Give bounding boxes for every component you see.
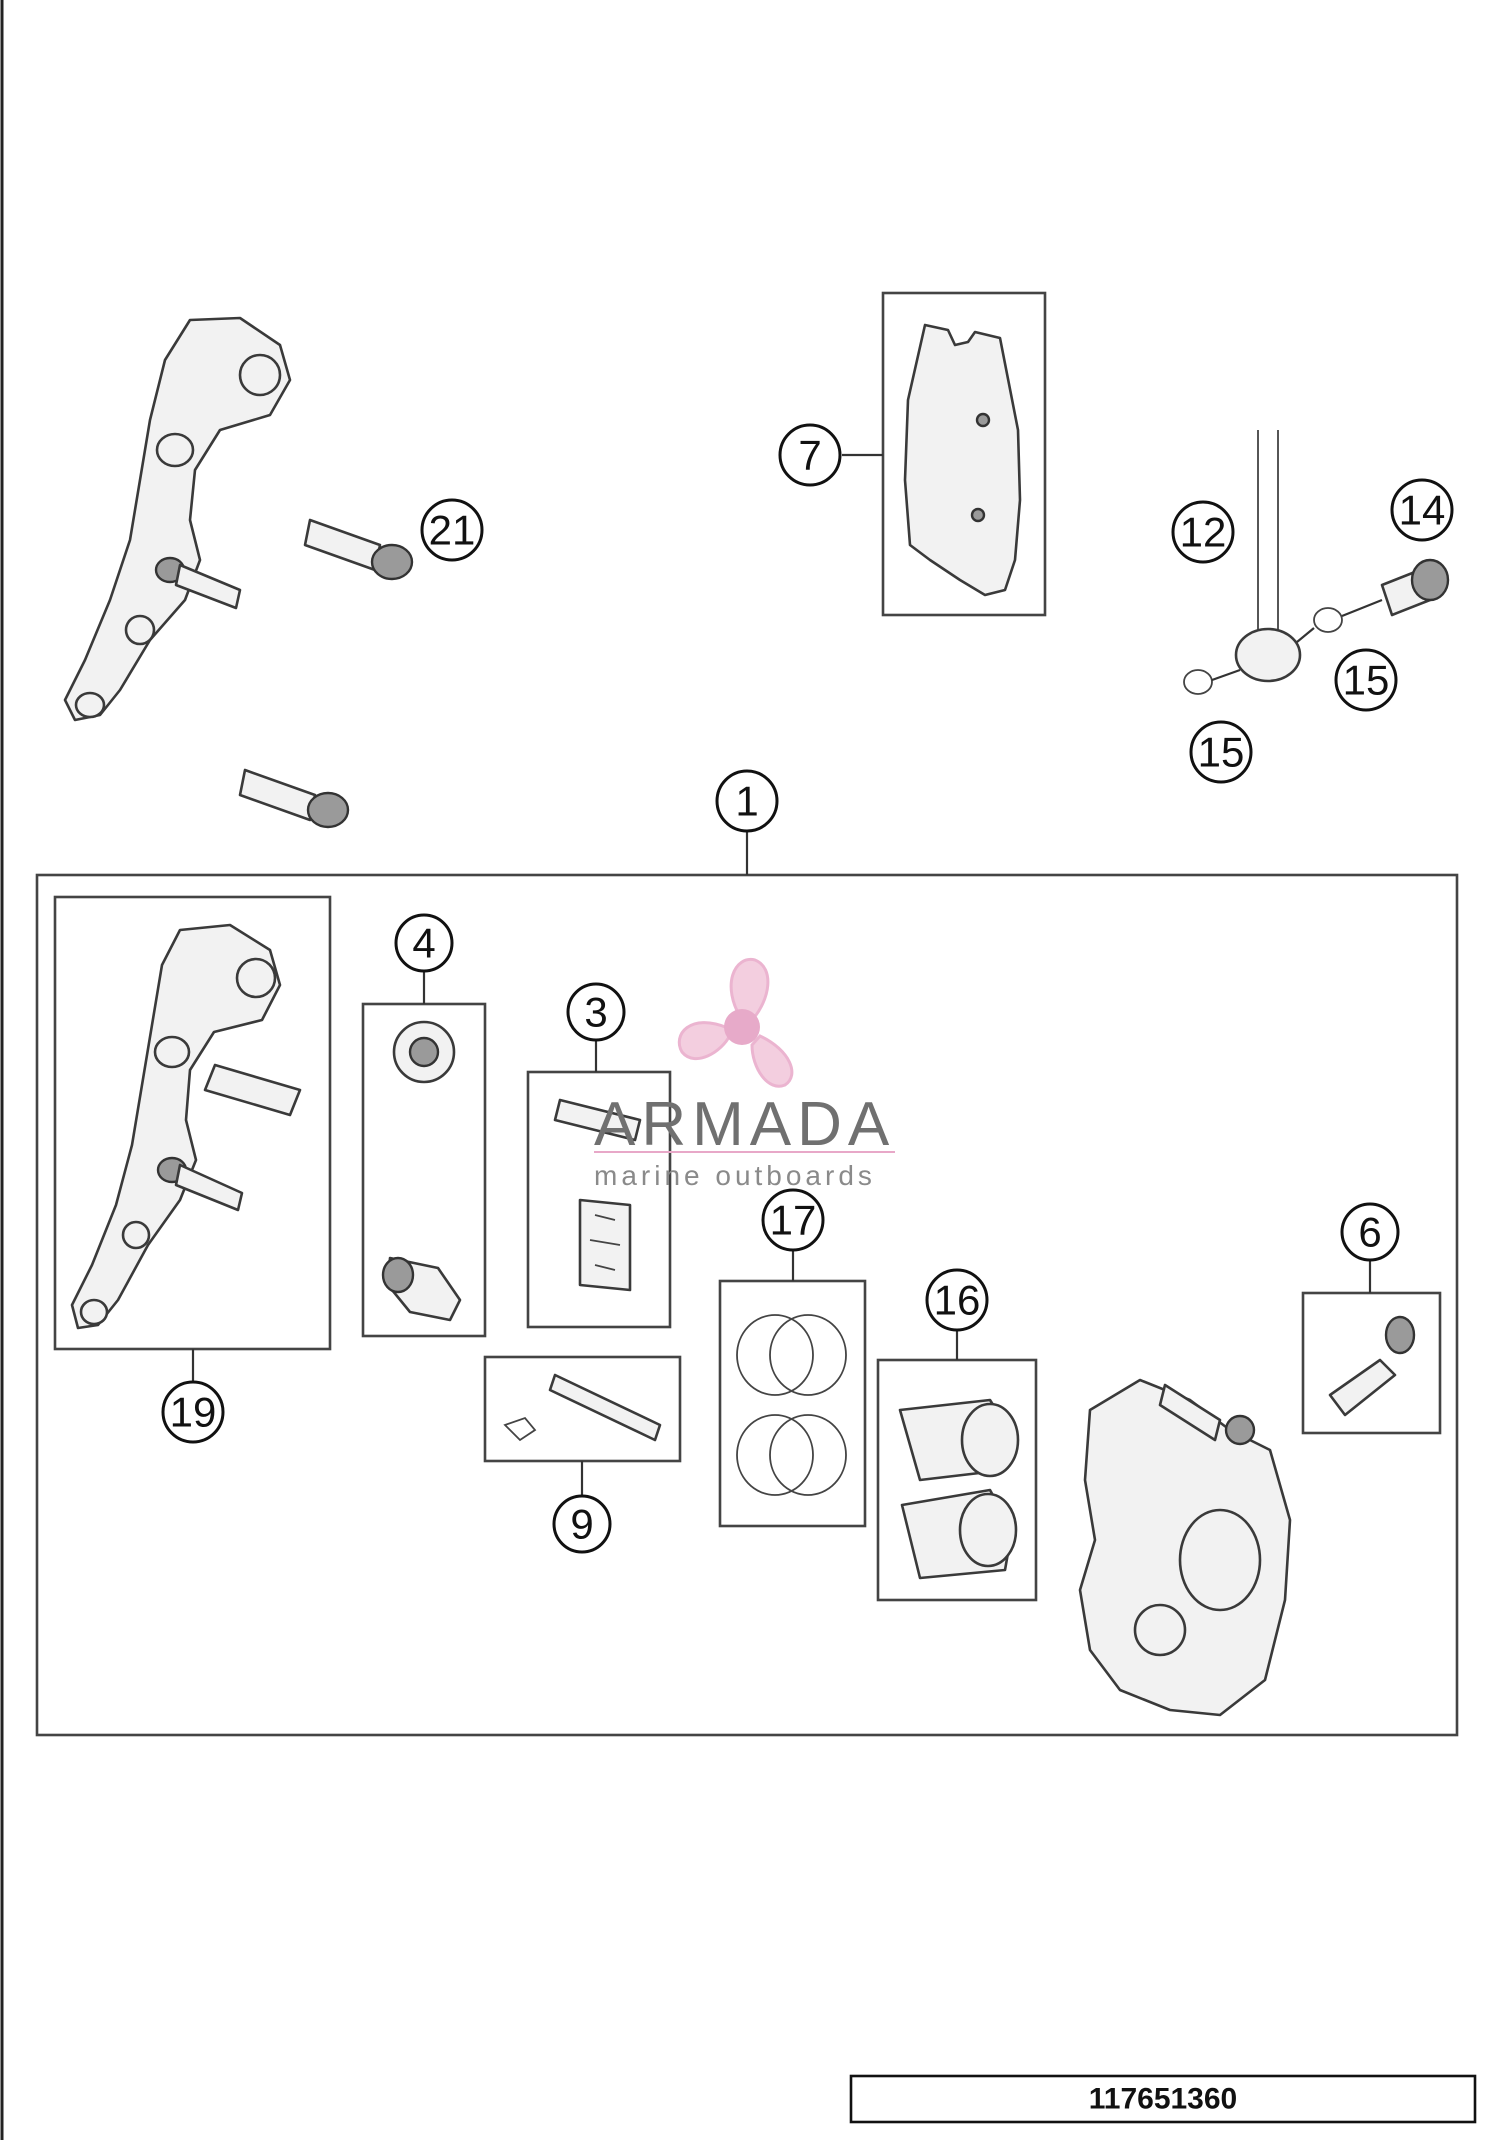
callout-15a-label: 15 xyxy=(1343,657,1390,704)
brand-watermark: ARMADA marine outboards xyxy=(594,958,895,1191)
callout-21: 21 xyxy=(420,498,484,562)
callout-16: 16 xyxy=(925,1268,989,1332)
callout-1: 1 xyxy=(715,769,779,833)
callout-9-label: 9 xyxy=(570,1501,593,1548)
brake-line-fitting-drawing xyxy=(1183,430,1450,695)
seals-17-drawing xyxy=(736,1314,847,1496)
bracket-19-drawing xyxy=(70,923,302,1330)
document-code: 117651360 xyxy=(1089,2083,1238,2116)
callout-4: 4 xyxy=(394,913,454,973)
callout-1-label: 1 xyxy=(735,778,758,825)
bolt-21-upper xyxy=(303,518,414,581)
caliper-bracket-drawing xyxy=(63,316,292,722)
callout-3-label: 3 xyxy=(584,989,607,1036)
callout-4-label: 4 xyxy=(412,920,435,967)
part-6-drawing xyxy=(1328,1315,1416,1417)
callout-19-label: 19 xyxy=(170,1389,217,1436)
callout-12: 12 xyxy=(1171,500,1235,564)
callout-15b: 15 xyxy=(1189,720,1253,784)
propeller-logo xyxy=(677,958,794,1088)
callout-15b-label: 15 xyxy=(1198,729,1245,776)
callout-17-label: 17 xyxy=(770,1197,817,1244)
box-part-3 xyxy=(526,1070,672,1329)
box-part-6 xyxy=(1301,1291,1442,1435)
callout-9: 9 xyxy=(552,1494,612,1554)
callout-12-label: 12 xyxy=(1180,509,1227,556)
caliper-body-drawing xyxy=(1078,1378,1292,1717)
box-part-9 xyxy=(483,1355,682,1463)
callout-14: 14 xyxy=(1390,478,1454,542)
callout-7: 7 xyxy=(778,423,842,487)
pistons-16-drawing xyxy=(898,1398,1020,1580)
callout-21-label: 21 xyxy=(429,507,476,554)
brand-tagline: marine outboards xyxy=(594,1160,876,1191)
brake-pad-drawing xyxy=(903,323,1022,597)
callout-3: 3 xyxy=(566,982,626,1042)
callout-17: 17 xyxy=(761,1188,825,1252)
part-4-drawing xyxy=(381,1020,462,1322)
callout-6: 6 xyxy=(1340,1202,1400,1262)
callout-16-label: 16 xyxy=(934,1277,981,1324)
part-3-drawing xyxy=(553,1098,642,1292)
brand-name: ARMADA xyxy=(594,1090,895,1159)
bolt-lower-left xyxy=(238,768,350,829)
part-9-drawing xyxy=(503,1373,662,1442)
callout-15a: 15 xyxy=(1334,648,1398,712)
callout-7-label: 7 xyxy=(798,432,821,479)
callout-19: 19 xyxy=(161,1380,225,1444)
callout-6-label: 6 xyxy=(1358,1209,1381,1256)
document-code-box xyxy=(849,2074,1477,2124)
callout-14-label: 14 xyxy=(1399,487,1446,534)
